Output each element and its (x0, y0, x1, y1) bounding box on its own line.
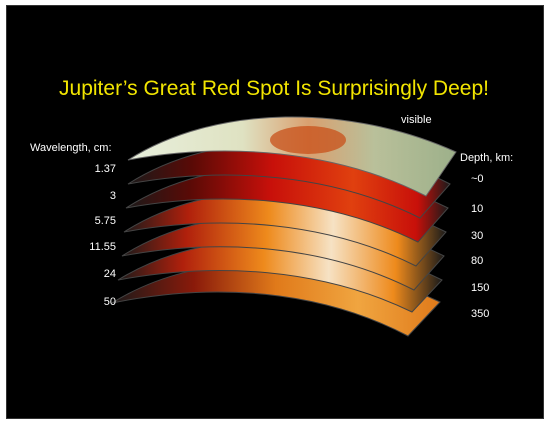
wavelength-label: 11.55 (89, 241, 116, 253)
depth-label: 80 (471, 255, 484, 267)
wavelength-label: 5.75 (94, 215, 116, 227)
wavelength-label: 3 (109, 190, 116, 202)
wavelength-header: Wavelength, cm: (30, 142, 112, 154)
wavelength-label: 1.37 (94, 163, 116, 175)
wavelength-label: 50 (103, 296, 116, 308)
red-spot-visible (270, 126, 346, 154)
depth-label: 30 (471, 230, 484, 242)
slide-title: Jupiter’s Great Red Spot Is Surprisingly… (59, 77, 489, 100)
visible-label: visible (401, 114, 432, 126)
depth-label: 10 (471, 203, 484, 215)
depth-header: Depth, km: (460, 152, 514, 164)
depth-label: 350 (471, 308, 490, 320)
wavelength-label: 24 (103, 268, 116, 280)
layer-visible (127, 116, 457, 197)
depth-label: ~0 (471, 173, 484, 185)
depth-label: 150 (471, 282, 490, 294)
